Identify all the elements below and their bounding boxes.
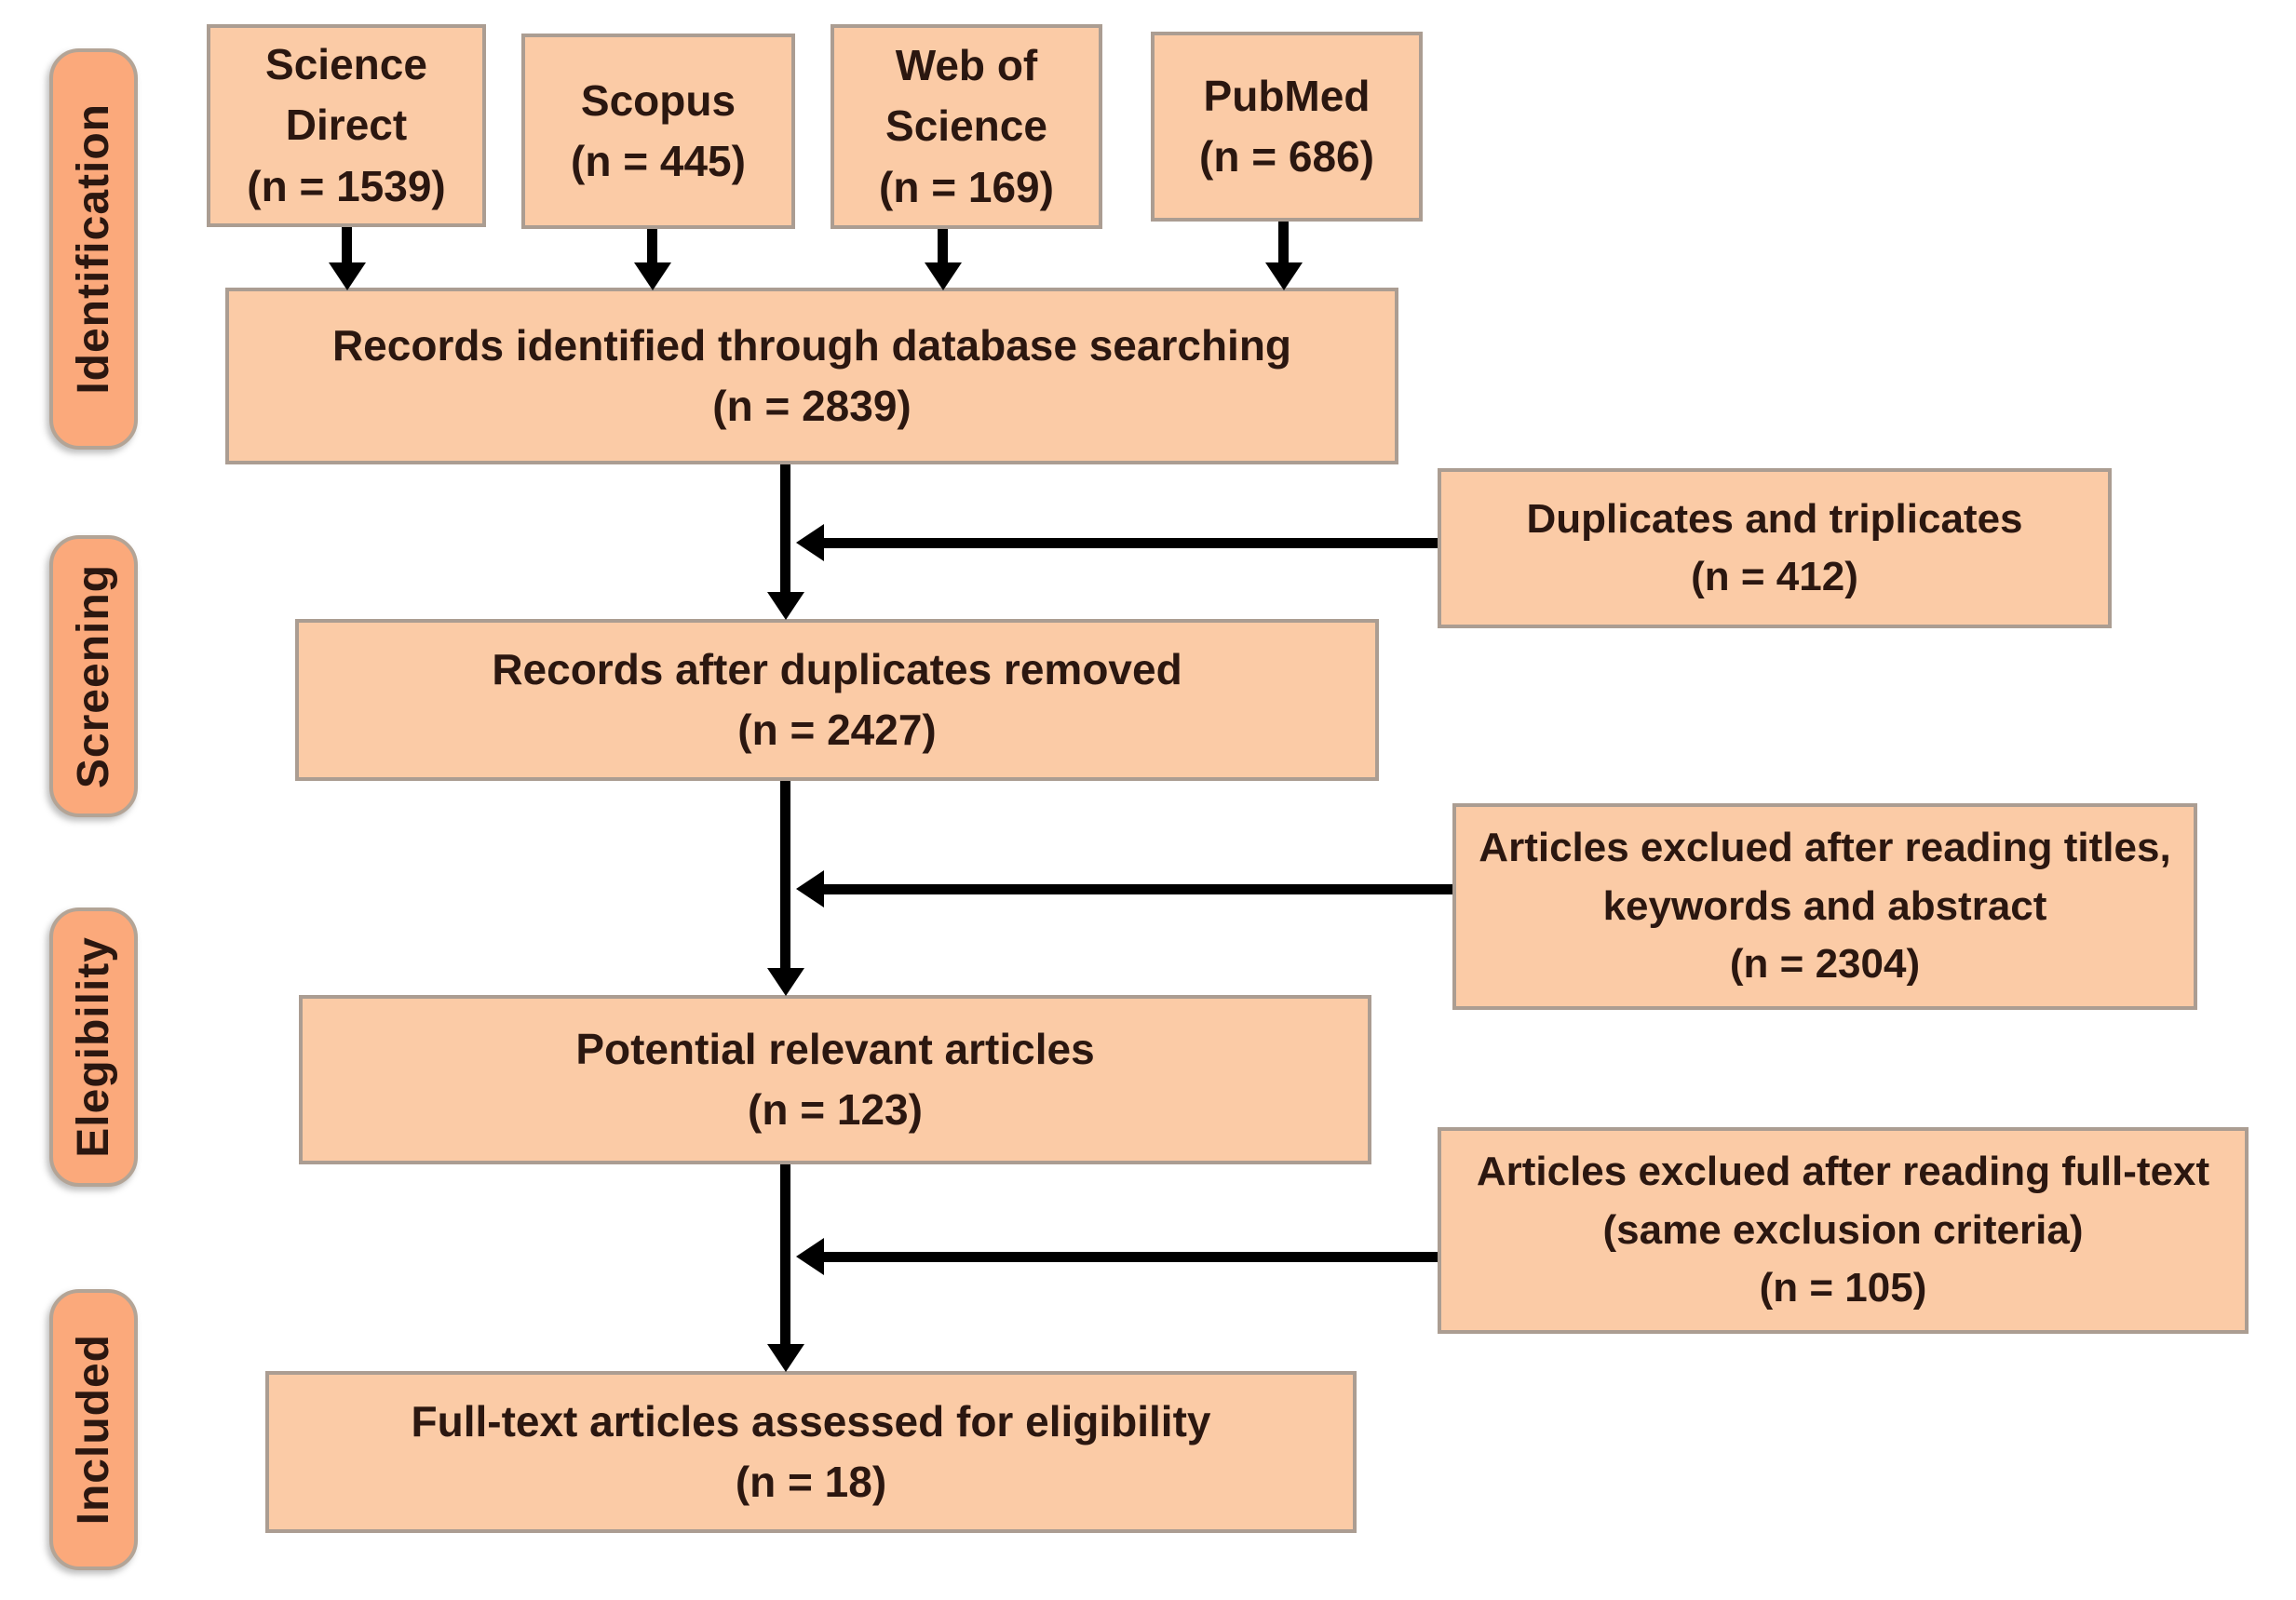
flow-box-potential-relevant: Potential relevant articles (n = 123)	[299, 995, 1371, 1164]
flow-box-text: Potential relevant articles	[575, 1024, 1095, 1073]
exclusion-box-count: (n = 412)	[1691, 554, 1858, 599]
source-count: (n = 686)	[1199, 132, 1374, 181]
exclusion-box-text: Articles exclued after reading full-text…	[1476, 1149, 2210, 1253]
stage-label-text: Elegibility	[69, 936, 118, 1158]
flow-box-count: (n = 2427)	[737, 706, 937, 754]
stage-label-text: Screening	[69, 563, 118, 789]
stage-label-screening: Screening	[49, 535, 138, 817]
flow-box-text: Records after duplicates removed	[492, 644, 1182, 693]
source-box-web-of-science: Web of Science (n = 169)	[831, 24, 1102, 229]
source-box-science-direct: Science Direct (n = 1539)	[207, 24, 486, 227]
flow-box-full-text-assessed: Full-text articles assessed for eligibil…	[265, 1371, 1357, 1533]
source-box-scopus: Scopus (n = 445)	[521, 34, 795, 229]
flow-box-records-after-duplicates: Records after duplicates removed (n = 24…	[295, 619, 1379, 781]
exclusion-box-full-text-criteria: Articles exclued after reading full-text…	[1438, 1127, 2249, 1334]
source-count: (n = 445)	[571, 137, 746, 185]
stage-label-identification: Identification	[49, 48, 138, 450]
exclusion-box-text: Articles exclued after reading titles, k…	[1479, 825, 2171, 929]
exclusion-box-count: (n = 105)	[1759, 1265, 1927, 1311]
exclusion-box-titles-keywords-abstract: Articles exclued after reading titles, k…	[1452, 803, 2197, 1010]
exclusion-box-count: (n = 2304)	[1729, 941, 1921, 988]
flow-box-records-identified: Records identified through database sear…	[225, 288, 1398, 464]
exclusion-box-duplicates: Duplicates and triplicates (n = 412)	[1438, 468, 2112, 628]
source-count: (n = 1539)	[247, 161, 446, 210]
exclusion-box-text: Duplicates and triplicates	[1526, 495, 2023, 542]
stage-label-included: Included	[49, 1289, 138, 1570]
flow-box-count: (n = 18)	[735, 1458, 887, 1506]
source-count: (n = 169)	[879, 162, 1054, 211]
source-name: Web of Science	[885, 41, 1047, 151]
stage-label-elegibility: Elegibility	[49, 908, 138, 1187]
flow-box-text: Records identified through database sear…	[331, 320, 1292, 370]
flow-box-count: (n = 2839)	[712, 382, 912, 430]
source-name: Science Direct	[265, 40, 427, 150]
stage-label-text: Included	[69, 1334, 118, 1526]
stage-label-text: Identification	[69, 103, 118, 395]
source-name: PubMed	[1203, 71, 1371, 120]
flow-box-count: (n = 123)	[748, 1085, 923, 1134]
source-box-pubmed: PubMed (n = 686)	[1151, 32, 1423, 222]
source-name: Scopus	[580, 75, 736, 125]
flow-box-text: Full-text articles assessed for eligibil…	[411, 1396, 1211, 1445]
